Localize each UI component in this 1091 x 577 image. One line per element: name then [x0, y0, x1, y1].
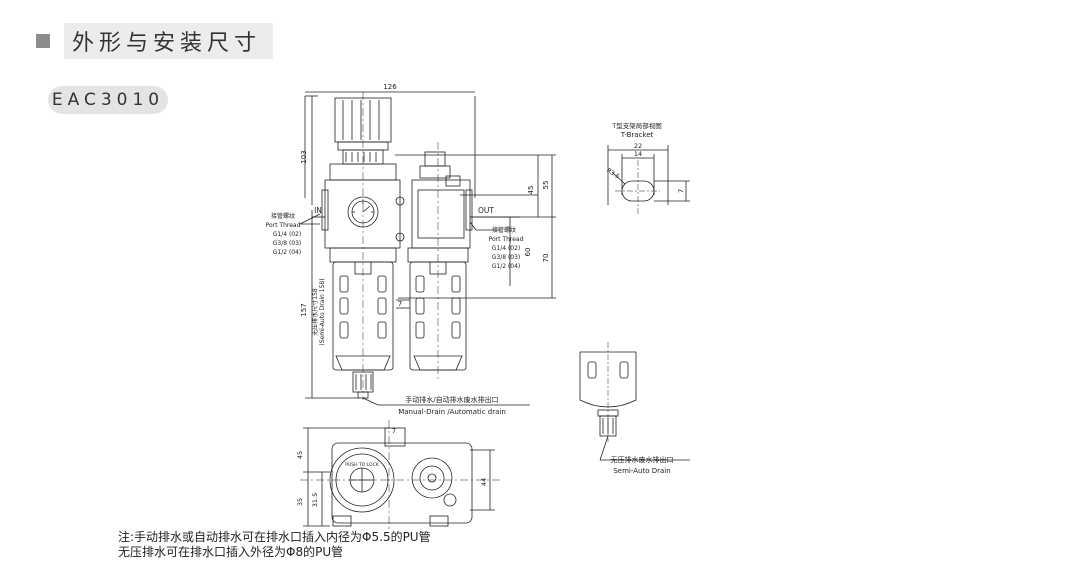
- bracket-dim-7: 7: [677, 189, 685, 193]
- dim-70: 70: [542, 254, 550, 263]
- top-view: [300, 420, 500, 530]
- note-line-1: 注:手动排水或自动排水可在排水口插入内径为Φ5.5的PU管: [118, 530, 431, 544]
- drain-label-cn: 手动排水/自动排水废水排出口: [405, 395, 498, 404]
- semi-auto-cn: 无压排水废水排出口: [611, 455, 674, 464]
- bracket-title-cn: T型支架局部视图: [611, 121, 661, 130]
- bottom-dim-7: 7: [392, 427, 396, 435]
- out-label: OUT: [478, 206, 494, 215]
- dim-60: 60: [524, 248, 532, 257]
- vertical-label-cn: 无压排水尺寸158: [311, 288, 319, 336]
- right-g14: G1/4 (02): [492, 245, 521, 252]
- vertical-label-en: (Semi-Auto Drain 158): [319, 278, 326, 345]
- dim-55: 55: [542, 181, 550, 190]
- t-bracket-view: [607, 145, 690, 215]
- dim-126: 126: [383, 83, 397, 91]
- right-g38: G3/8 (03): [492, 254, 521, 261]
- square-bullet-icon: [36, 34, 50, 48]
- bracket-radius: R3.5: [605, 167, 620, 181]
- left-port-en: Port Thread: [266, 222, 301, 229]
- dim-157: 157: [300, 303, 308, 316]
- bottom-dim-35: 35: [296, 498, 304, 506]
- section-header: 外形与安装尺寸: [36, 23, 274, 59]
- left-g14: G1/4 (02): [273, 231, 302, 238]
- right-port-en: Port Thread: [489, 236, 524, 243]
- right-g12: G1/2 (04): [492, 263, 521, 270]
- dim-103: 103: [300, 150, 308, 163]
- bottom-dim-45: 45: [296, 451, 304, 459]
- left-g12: G1/2 (04): [273, 249, 302, 256]
- section-title: 外形与安装尺寸: [64, 23, 274, 59]
- front-view: [299, 91, 556, 406]
- left-g38: G3/8 (03): [273, 240, 302, 247]
- dim-45: 45: [527, 186, 535, 195]
- semi-auto-en: Semi-Auto Drain: [613, 467, 670, 475]
- bracket-dim-14: 14: [634, 150, 642, 158]
- in-label: IN: [314, 206, 322, 215]
- dim-7: 7: [398, 300, 402, 308]
- bracket-dim-22: 22: [634, 142, 642, 150]
- bottom-dim-44: 44: [480, 478, 488, 486]
- push-to-lock-label: PUSH TO LOCK: [345, 462, 379, 468]
- bracket-title-en: T-Bracket: [620, 131, 654, 139]
- drain-label-en: Manual-Drain /Automatic drain: [398, 408, 506, 416]
- left-port-cn: 接管螺纹: [271, 212, 295, 220]
- notes: 注:手动排水或自动排水可在排水口插入内径为Φ5.5的PU管 无压排水可在排水口插…: [118, 530, 431, 560]
- right-port-cn: 接管螺纹: [492, 226, 516, 234]
- bottom-dim-31-5: 31.5: [311, 493, 319, 507]
- model-badge: EAC3010: [48, 86, 168, 114]
- semi-auto-drain-bowl: [579, 342, 690, 461]
- note-line-2: 无压排水可在排水口插入外径为Φ8的PU管: [118, 545, 344, 559]
